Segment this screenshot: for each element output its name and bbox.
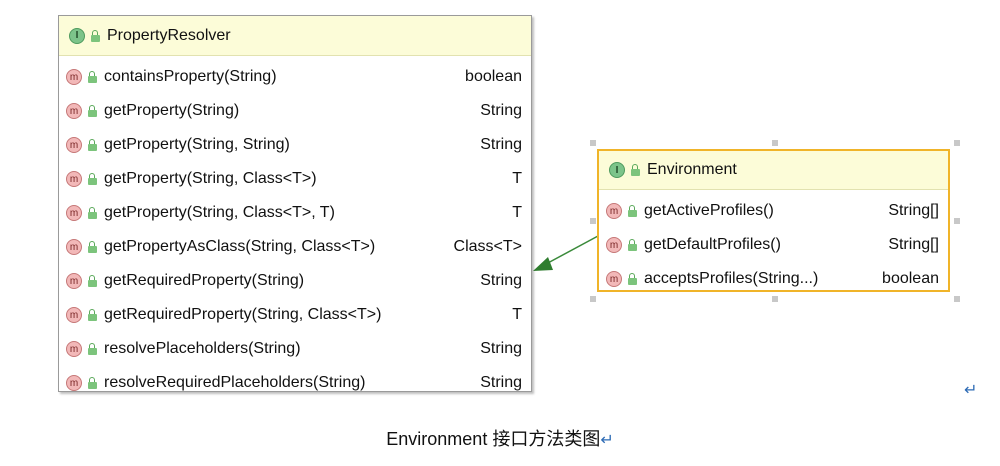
resize-handle-top-left[interactable] <box>590 140 596 146</box>
property-resolver-title: PropertyResolver <box>107 26 231 44</box>
public-lock-icon <box>88 275 98 287</box>
public-lock-icon <box>88 173 98 185</box>
method-row[interactable]: m containsProperty(String) boolean <box>59 60 531 94</box>
public-lock-icon <box>88 71 98 83</box>
method-name: getActiveProfiles() <box>644 202 774 219</box>
property-resolver-box[interactable]: I PropertyResolver m containsProperty(Str… <box>58 15 532 392</box>
method-name: getRequiredProperty(String, Class<T>) <box>104 306 382 323</box>
method-name: getProperty(String, String) <box>104 136 290 153</box>
method-row[interactable]: m getRequiredProperty(String) String <box>59 264 531 298</box>
method-icon: m <box>66 239 82 255</box>
method-name: getDefaultProfiles() <box>644 236 781 253</box>
method-name: containsProperty(String) <box>104 68 277 85</box>
public-lock-icon <box>628 239 638 251</box>
resize-handle-top-right[interactable] <box>954 140 960 146</box>
environment-methods: m getActiveProfiles() String[] m getDefaultP… <box>599 190 948 296</box>
method-return-type: T <box>512 170 522 187</box>
public-lock-icon <box>88 343 98 355</box>
method-icon: m <box>66 273 82 289</box>
inheritance-arrowhead <box>533 257 553 271</box>
method-row[interactable]: m getDefaultProfiles() String[] <box>599 228 948 262</box>
public-lock-icon <box>88 139 98 151</box>
resize-handle-middle-right[interactable] <box>954 218 960 224</box>
public-lock-icon <box>91 29 101 42</box>
method-icon: m <box>66 171 82 187</box>
method-name: resolvePlaceholders(String) <box>104 340 301 357</box>
method-return-type: String <box>480 272 522 289</box>
method-return-type: String[] <box>888 202 939 219</box>
property-resolver-methods: m containsProperty(String) boolean m getProp… <box>59 56 531 400</box>
public-lock-icon <box>88 377 98 389</box>
public-lock-icon <box>628 205 638 217</box>
public-lock-icon <box>88 207 98 219</box>
method-name: getProperty(String, Class<T>, T) <box>104 204 335 221</box>
method-icon: m <box>66 375 82 391</box>
paragraph-mark: ↵ <box>964 382 978 399</box>
method-name: resolveRequiredPlaceholders(String) <box>104 374 366 391</box>
method-return-type: String <box>480 136 522 153</box>
caption-text: Environment 接口方法类图 <box>386 429 601 449</box>
method-icon: m <box>66 205 82 221</box>
method-return-type: T <box>512 204 522 221</box>
method-return-type: boolean <box>465 68 522 85</box>
public-lock-icon <box>631 164 641 176</box>
interface-icon: I <box>69 27 85 44</box>
interface-icon: I <box>609 162 625 178</box>
method-icon: m <box>66 137 82 153</box>
method-row[interactable]: m getProperty(String, Class<T>, T) T <box>59 196 531 230</box>
method-icon: m <box>606 237 622 253</box>
inheritance-line <box>545 235 599 265</box>
environment-header: I Environment <box>599 151 948 190</box>
figure-caption: Environment 接口方法类图↵ <box>0 425 1000 451</box>
method-return-type: String <box>480 374 522 391</box>
method-icon: m <box>66 307 82 323</box>
method-name: getPropertyAsClass(String, Class<T>) <box>104 238 376 255</box>
method-name: acceptsProfiles(String...) <box>644 270 819 287</box>
method-row[interactable]: m getRequiredProperty(String, Class<T>) T <box>59 298 531 332</box>
method-return-type: Class<T> <box>453 238 522 255</box>
environment-title: Environment <box>647 161 737 178</box>
resize-handle-middle-left[interactable] <box>590 218 596 224</box>
method-return-type: String <box>480 102 522 119</box>
paragraph-mark: ↵ <box>600 432 614 449</box>
method-row[interactable]: m resolveRequiredPlaceholders(String) Stri… <box>59 366 531 400</box>
environment-box[interactable]: I Environment m getActiveProfiles() String… <box>597 149 950 292</box>
method-row[interactable]: m getProperty(String, Class<T>) T <box>59 162 531 196</box>
method-name: getRequiredProperty(String) <box>104 272 305 289</box>
public-lock-icon <box>88 309 98 321</box>
public-lock-icon <box>88 241 98 253</box>
resize-handle-bottom-right[interactable] <box>954 296 960 302</box>
method-return-type: String[] <box>888 236 939 253</box>
resize-handle-top-center[interactable] <box>772 140 778 146</box>
method-icon: m <box>66 103 82 119</box>
method-return-type: String <box>480 340 522 357</box>
method-row[interactable]: m getProperty(String) String <box>59 94 531 128</box>
method-row[interactable]: m getActiveProfiles() String[] <box>599 194 948 228</box>
method-icon: m <box>606 203 622 219</box>
method-row[interactable]: m getProperty(String, String) String <box>59 128 531 162</box>
resize-handle-bottom-center[interactable] <box>772 296 778 302</box>
method-icon: m <box>66 341 82 357</box>
property-resolver-header: I PropertyResolver <box>59 16 531 56</box>
method-row[interactable]: m resolvePlaceholders(String) String <box>59 332 531 366</box>
resize-handle-bottom-left[interactable] <box>590 296 596 302</box>
public-lock-icon <box>628 273 638 285</box>
method-return-type: T <box>512 306 522 323</box>
method-icon: m <box>66 69 82 85</box>
method-name: getProperty(String) <box>104 102 240 119</box>
method-row[interactable]: m acceptsProfiles(String...) boolean <box>599 262 948 296</box>
method-row[interactable]: m getPropertyAsClass(String, Class<T>) Cla… <box>59 230 531 264</box>
method-return-type: boolean <box>882 270 939 287</box>
method-icon: m <box>606 271 622 287</box>
method-name: getProperty(String, Class<T>) <box>104 170 317 187</box>
public-lock-icon <box>88 105 98 117</box>
